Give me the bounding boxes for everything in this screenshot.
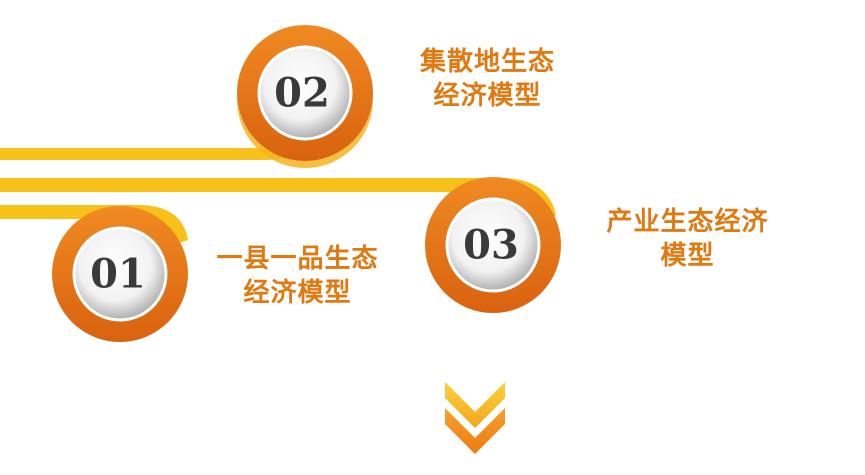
step-number: 01 <box>90 251 146 298</box>
step-badge-02: 02 <box>237 25 373 168</box>
double-chevron-down-icon <box>445 382 505 454</box>
step-label-line: 集散地生态 <box>419 47 555 77</box>
step-label-line: 经济模型 <box>243 278 352 308</box>
step-number: 03 <box>463 222 519 269</box>
step-label-01: 一县一品生态 经济模型 <box>200 242 395 310</box>
step-badge-03: 03 <box>425 177 561 313</box>
step-label-line: 经济模型 <box>433 81 542 111</box>
step-number: 02 <box>274 70 330 117</box>
ribbon-to-02 <box>0 128 312 160</box>
step-badge-01: 01 <box>52 206 188 342</box>
step-label-line: 产业生态经济 <box>606 207 769 237</box>
step-label-line: 模型 <box>660 241 715 271</box>
step-label-line: 一县一品生态 <box>216 244 379 274</box>
step-label-03: 产业生态经济 模型 <box>590 205 785 273</box>
step-label-02: 集散地生态 经济模型 <box>405 45 570 113</box>
ribbon-to-03 <box>0 178 556 222</box>
